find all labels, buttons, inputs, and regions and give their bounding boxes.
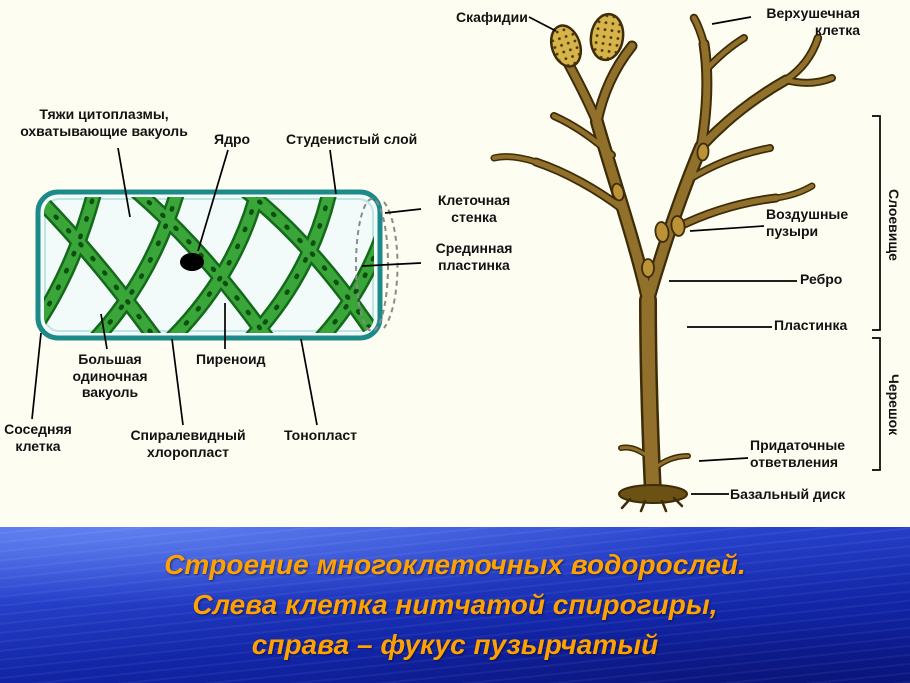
diagram-canvas — [31, 12, 881, 513]
spiral-chloroplast — [44, 197, 374, 333]
scaphidia-shapes — [549, 12, 625, 68]
label-blade: Пластинка — [774, 317, 848, 333]
label-gelatinous-layer: Студенистый слой — [286, 131, 418, 147]
label-thallus: Слоевище — [886, 189, 902, 261]
label-large-single-vacuole: Большая одиночная вакуоль — [72, 351, 148, 401]
spirogyra-cell-drawing — [35, 189, 399, 341]
caption-line-2: Слева клетка нитчатой спирогиры, — [192, 589, 718, 621]
label-apical-cell: Верхушечная клетка — [766, 5, 860, 38]
label-neighbor-cell: Соседняя клетка — [4, 421, 72, 454]
label-basal-disc: Базальный диск — [730, 486, 846, 502]
label-stipe: Черешок — [886, 374, 902, 436]
region-brackets — [872, 115, 881, 471]
label-scaphidia: Скафидии — [456, 9, 528, 25]
label-rib: Ребро — [800, 271, 843, 287]
fucus-drawing — [490, 12, 836, 513]
label-tonoplast: Тонопласт — [284, 427, 358, 443]
label-adventitious-branches: Придаточные ответвления — [750, 437, 846, 470]
label-air-bladders: Воздушные пузыри — [766, 206, 849, 239]
label-cytoplasm-strands: Тяжи цитоплазмы, охватывающие вакуоль — [20, 106, 188, 139]
label-spiral-chloroplast: Спиралевидный хлоропласт — [130, 427, 246, 460]
label-nucleus: Ядро — [214, 131, 251, 147]
diagram-area — [31, 12, 881, 513]
label-pyrenoid: Пиреноид — [196, 351, 266, 367]
label-middle-lamella: Срединная пластинка — [435, 240, 513, 273]
air-bladders — [611, 142, 710, 278]
caption-line-1: Строение многоклеточных водорослей. — [164, 549, 746, 581]
caption-line-3: справа – фукус пузырчатый — [251, 628, 659, 660]
spirogyra-leader-lines — [31, 147, 422, 426]
fucus-leader-lines — [528, 16, 797, 495]
basal-disc-shape — [618, 484, 688, 513]
nucleus-shape — [180, 253, 204, 271]
label-cell-wall: Клеточная стенка — [437, 192, 511, 225]
caption-banner: Строение многоклеточных водорослей. Слев… — [0, 527, 910, 683]
